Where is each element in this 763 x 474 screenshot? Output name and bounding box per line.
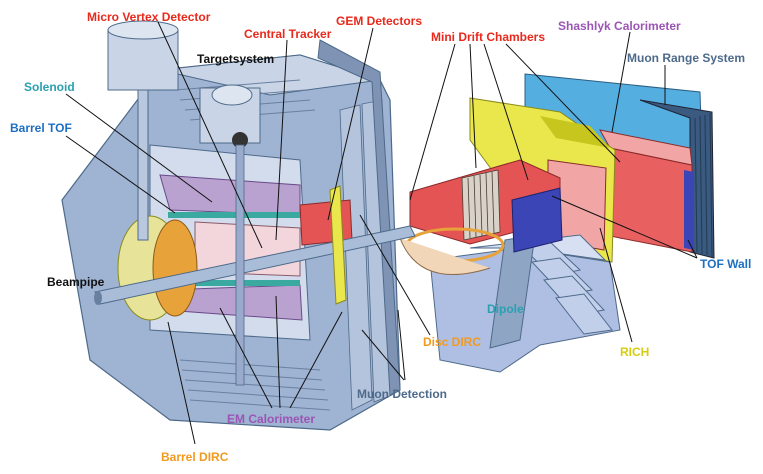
disc-dirc-strip: [329, 185, 347, 305]
label-mini-drift-chambers: Mini Drift Chambers: [431, 30, 545, 44]
label-muon-range-system: Muon Range System: [627, 51, 745, 65]
detector-illustration: [61, 20, 715, 431]
label-muon-detection: Muon Detection: [357, 387, 447, 401]
label-central-tracker: Central Tracker: [244, 27, 332, 41]
label-targetsystem: Targetsystem: [197, 52, 274, 66]
label-dipole: Dipole: [487, 302, 524, 316]
label-shashlyk-calorimeter: Shashlyk Calorimeter: [558, 19, 681, 33]
leader-lines: [65, 21, 698, 445]
dipole-block: [429, 234, 621, 373]
label-tof-wall: TOF Wall: [700, 257, 751, 271]
label-gem-detectors: GEM Detectors: [336, 14, 422, 28]
drift-chamber-block: [399, 159, 563, 275]
label-rich: RICH: [620, 345, 649, 359]
target-tower: [107, 20, 261, 386]
label-solenoid: Solenoid: [24, 80, 75, 94]
label-em-calorimeter: EM Calorimeter: [227, 412, 315, 426]
labels-layer: Micro Vertex Detector GEM Detectors Cent…: [10, 10, 751, 464]
label-barrel-tof: Barrel TOF: [10, 121, 72, 135]
label-barrel-dirc: Barrel DIRC: [161, 450, 229, 464]
label-beampipe: Beampipe: [47, 275, 105, 289]
label-micro-vertex-detector: Micro Vertex Detector: [87, 10, 211, 24]
label-disc-dirc: Disc DIRC: [423, 335, 481, 349]
